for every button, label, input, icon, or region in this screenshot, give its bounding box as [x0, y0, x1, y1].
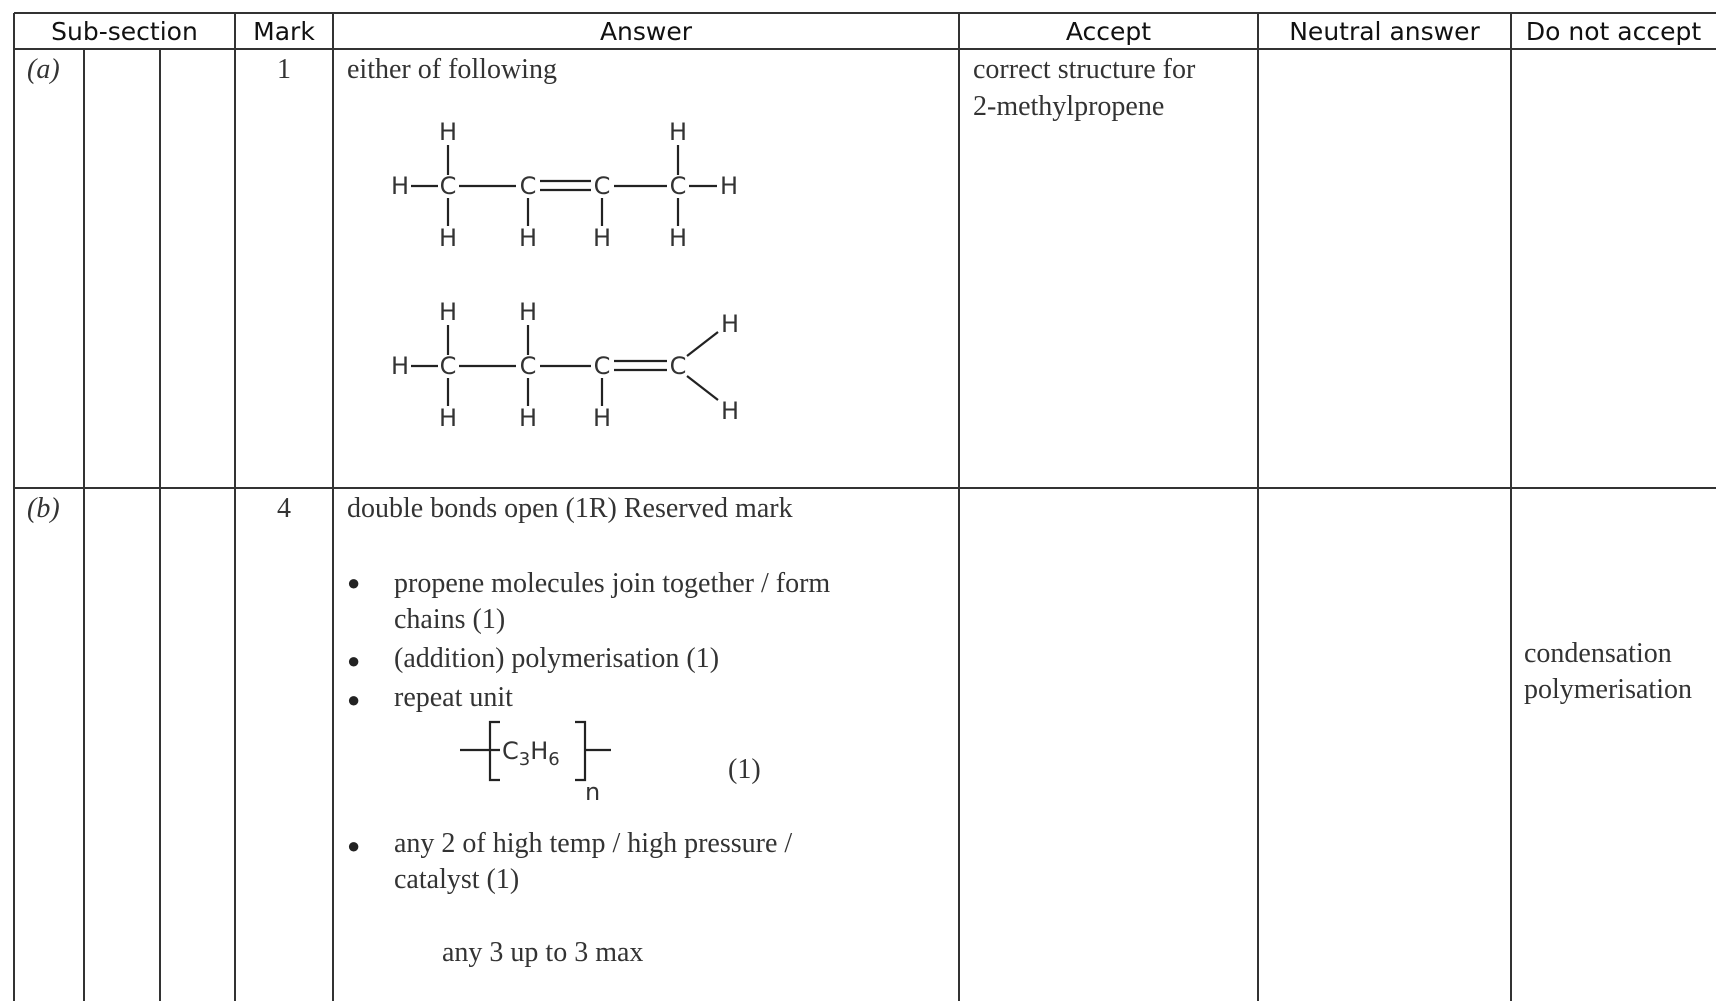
header-mark: Mark	[253, 17, 315, 46]
bullet4-line1: any 2 of high temp / high pressure /	[394, 828, 793, 859]
bullet1-line2: chains (1)	[394, 604, 506, 635]
row-b-do-not-accept-line1: condensation	[1524, 638, 1672, 669]
svg-text:H: H	[519, 224, 537, 252]
svg-text:H: H	[439, 224, 457, 252]
svg-text:C: C	[440, 352, 457, 380]
header-neutral-answer: Neutral answer	[1289, 17, 1480, 46]
row-a-accept-line1: correct structure for	[973, 54, 1196, 85]
row-a-answer-intro: either of following	[347, 54, 557, 85]
svg-text:H: H	[669, 118, 687, 146]
svg-text:H: H	[391, 172, 409, 200]
svg-text:H: H	[439, 404, 457, 432]
svg-text:H: H	[721, 397, 739, 425]
bullet2: (addition) polymerisation (1)	[394, 643, 720, 674]
header-accept: Accept	[1065, 17, 1152, 46]
svg-text:H: H	[391, 352, 409, 380]
svg-text:H: H	[721, 310, 739, 338]
row-b-do-not-accept-line2: polymerisation	[1524, 674, 1692, 705]
svg-text:H: H	[593, 404, 611, 432]
svg-text:C3H6: C3H6	[502, 737, 560, 770]
svg-text:C: C	[670, 172, 687, 200]
row-b-summary: any 3 up to 3 max	[442, 937, 644, 968]
header-answer: Answer	[599, 17, 693, 46]
bullet4-line2: catalyst (1)	[394, 864, 520, 895]
bullet-dot: ●	[347, 570, 361, 595]
row-b-label: (b)	[27, 493, 60, 524]
svg-text:C: C	[594, 172, 611, 200]
but-1-ene-structure: H H H C C C C H H H H H	[391, 298, 739, 432]
bullet-dot: ●	[347, 687, 361, 712]
svg-text:H: H	[720, 172, 738, 200]
but-2-ene-structure: H H H C C C C H H H H H	[391, 118, 738, 252]
bullet1-line1: propene molecules join together / form	[394, 568, 831, 599]
row-a-accept-line2: 2-methylpropene	[973, 91, 1165, 122]
repeat-unit-mark: (1)	[728, 754, 761, 785]
header-do-not-accept: Do not accept	[1525, 17, 1702, 46]
svg-text:H: H	[519, 298, 537, 326]
bullet-dot: ●	[347, 648, 361, 673]
row-b-answer-intro: double bonds open (1R) Reserved mark	[347, 493, 793, 524]
header-subsection: Sub-section	[51, 17, 198, 46]
bullet-dot: ●	[347, 833, 361, 858]
row-a-label: (a)	[27, 54, 60, 85]
row-a-mark: 1	[277, 54, 291, 85]
svg-text:C: C	[440, 172, 457, 200]
svg-text:C: C	[594, 352, 611, 380]
svg-text:H: H	[439, 298, 457, 326]
svg-text:H: H	[593, 224, 611, 252]
row-b-mark: 4	[277, 493, 291, 524]
svg-text:C: C	[670, 352, 687, 380]
repeat-unit-structure: C3H6 n	[460, 720, 611, 806]
svg-text:C: C	[520, 172, 537, 200]
svg-text:H: H	[669, 224, 687, 252]
bullet3: repeat unit	[394, 682, 513, 713]
svg-text:C: C	[520, 352, 537, 380]
svg-text:n: n	[585, 778, 600, 806]
svg-text:H: H	[519, 404, 537, 432]
svg-text:H: H	[439, 118, 457, 146]
